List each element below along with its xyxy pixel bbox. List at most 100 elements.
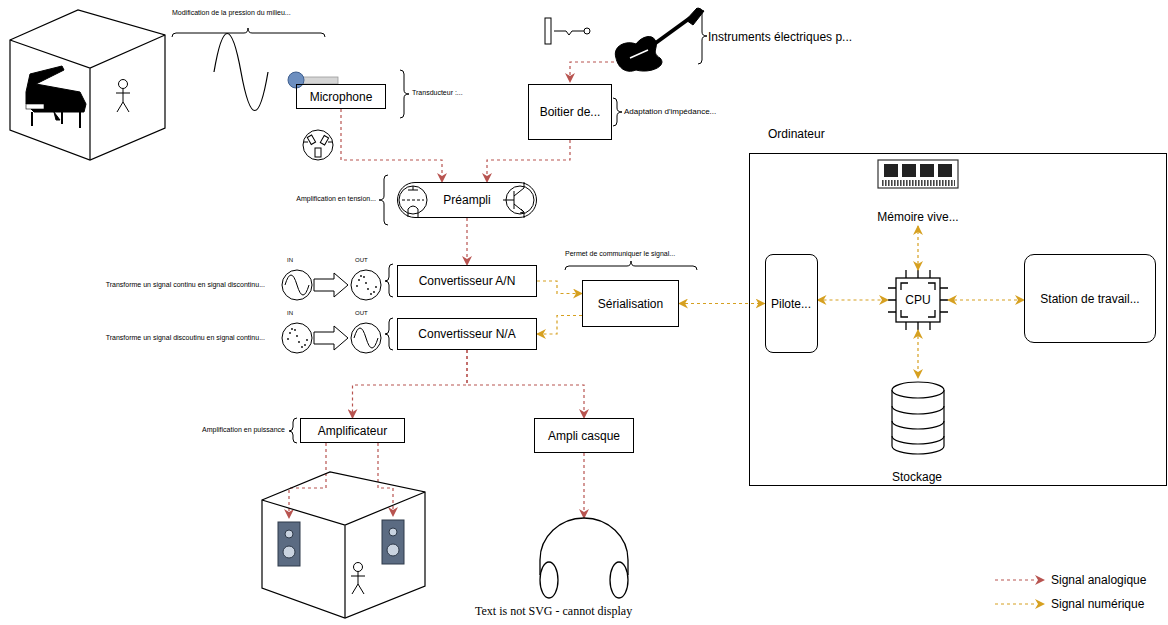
speaker-wire xyxy=(378,443,393,516)
bracket xyxy=(400,70,409,118)
analog-signal-connector xyxy=(353,350,468,418)
node-label: Pilote... xyxy=(771,297,811,311)
ram-icon xyxy=(902,164,916,177)
sample-dots xyxy=(301,346,303,348)
xlr-connector xyxy=(307,135,315,144)
annotation-label: Adaptation d'impédance... xyxy=(624,107,716,116)
converter-icon xyxy=(282,323,312,353)
converter-icon xyxy=(282,270,312,300)
annotation-label: Amplification en tension... xyxy=(296,195,376,203)
annotation-label: Amplification en puissance xyxy=(202,426,285,434)
speaker-wire xyxy=(289,443,584,518)
headphones-icon xyxy=(540,562,558,598)
xlr-connector xyxy=(315,148,321,157)
person-icon xyxy=(119,80,128,89)
bracket xyxy=(385,318,393,350)
amplifier-box: Amplificateur xyxy=(300,418,405,443)
converter-icon xyxy=(285,275,309,295)
annotation-label: OUT xyxy=(355,310,368,317)
di-box: Boitier de... xyxy=(528,84,612,140)
legend-entry: Signal numérique xyxy=(993,597,1144,611)
database-icon xyxy=(892,382,944,398)
bracket xyxy=(379,175,388,225)
computer-box: Mémoire vive...Pilote...CPUStation de tr… xyxy=(749,153,1167,486)
serializer-box: Sérialisation xyxy=(582,280,679,327)
digital-signal-connector xyxy=(818,299,889,300)
database-icon xyxy=(892,382,944,454)
node-label: Microphone xyxy=(310,90,373,104)
xlr-connector xyxy=(304,142,332,143)
sample-dots xyxy=(373,291,375,293)
jack-icon xyxy=(554,31,584,35)
sample-dots xyxy=(370,293,372,295)
legend-arrowhead xyxy=(1035,575,1045,585)
bracket xyxy=(172,8,707,443)
digital-signal-connector xyxy=(537,281,582,294)
converter-icon xyxy=(282,270,381,353)
digital-signal-connector xyxy=(917,226,918,270)
annotation-label: Instruments électriques p... xyxy=(708,31,852,45)
signal-wire xyxy=(570,62,614,82)
ram-icon xyxy=(881,180,955,186)
legend-entry: Signal analogique xyxy=(993,573,1146,587)
sample-dots xyxy=(375,286,377,288)
bracket xyxy=(289,418,297,443)
headphones-icon xyxy=(540,518,628,598)
bracket xyxy=(565,261,697,270)
render-notice: Text is not SVG - cannot display xyxy=(475,605,632,619)
node-label: Préampli xyxy=(443,193,490,207)
converter-icon xyxy=(354,328,378,348)
legend-arrowhead xyxy=(1035,599,1045,609)
piano-icon xyxy=(26,104,44,109)
speaker-icon xyxy=(283,546,295,558)
sample-dots xyxy=(306,339,308,341)
person-icon xyxy=(116,80,130,113)
speaker-wire xyxy=(583,453,584,518)
speaker-icon xyxy=(387,544,399,556)
sample-dots xyxy=(287,275,377,348)
sample-dots xyxy=(363,276,365,278)
room-cube xyxy=(262,492,425,618)
piano-icon xyxy=(54,112,60,120)
dac-box: Convertisseur N/A xyxy=(397,318,537,350)
bracket xyxy=(172,28,325,37)
annotation-label: Transducteur :... xyxy=(412,89,463,97)
node-label: Boitier de... xyxy=(540,105,601,119)
annotation-label: OUT xyxy=(355,257,368,264)
piano-icon xyxy=(26,66,86,128)
microphone-box: Microphone xyxy=(296,84,386,109)
person-icon xyxy=(351,572,365,594)
ram-icon xyxy=(920,164,934,177)
cpu-chip xyxy=(888,270,948,330)
node-label: Amplificateur xyxy=(318,424,387,438)
sample-dots xyxy=(294,329,296,331)
bracket xyxy=(385,264,393,297)
annotation-label: Transforme un signal discoutinu en signa… xyxy=(106,334,265,342)
node-label: Convertisseur N/A xyxy=(418,327,515,341)
transistor-symbol xyxy=(503,182,524,218)
headphone-amp-box: Ampli casque xyxy=(534,418,634,453)
ram-icon xyxy=(884,164,898,177)
piano-icon xyxy=(32,112,80,128)
analog-signal-connector xyxy=(466,218,467,265)
xlr-connector xyxy=(303,130,333,160)
node-label: CPU xyxy=(905,293,930,307)
person-icon xyxy=(116,89,130,112)
sample-dots xyxy=(356,285,358,287)
cpu-chip xyxy=(888,288,948,312)
adc-box: Convertisseur A/N xyxy=(397,265,537,297)
guitar-icon xyxy=(615,8,704,71)
cpu-chip xyxy=(896,278,940,322)
legend-text: Signal analogique xyxy=(1051,573,1146,587)
storage-node: Stockage xyxy=(875,378,959,486)
legend-sample xyxy=(993,573,1047,587)
converter-icon xyxy=(351,323,381,353)
sample-dots xyxy=(291,328,293,330)
analog-signal-connector xyxy=(341,109,442,182)
group-heading: Ordinateur xyxy=(768,127,825,141)
headphones-icon xyxy=(610,562,628,598)
legend-line xyxy=(995,579,1037,580)
tube-symbol xyxy=(408,186,418,190)
speaker-icon xyxy=(389,528,397,536)
